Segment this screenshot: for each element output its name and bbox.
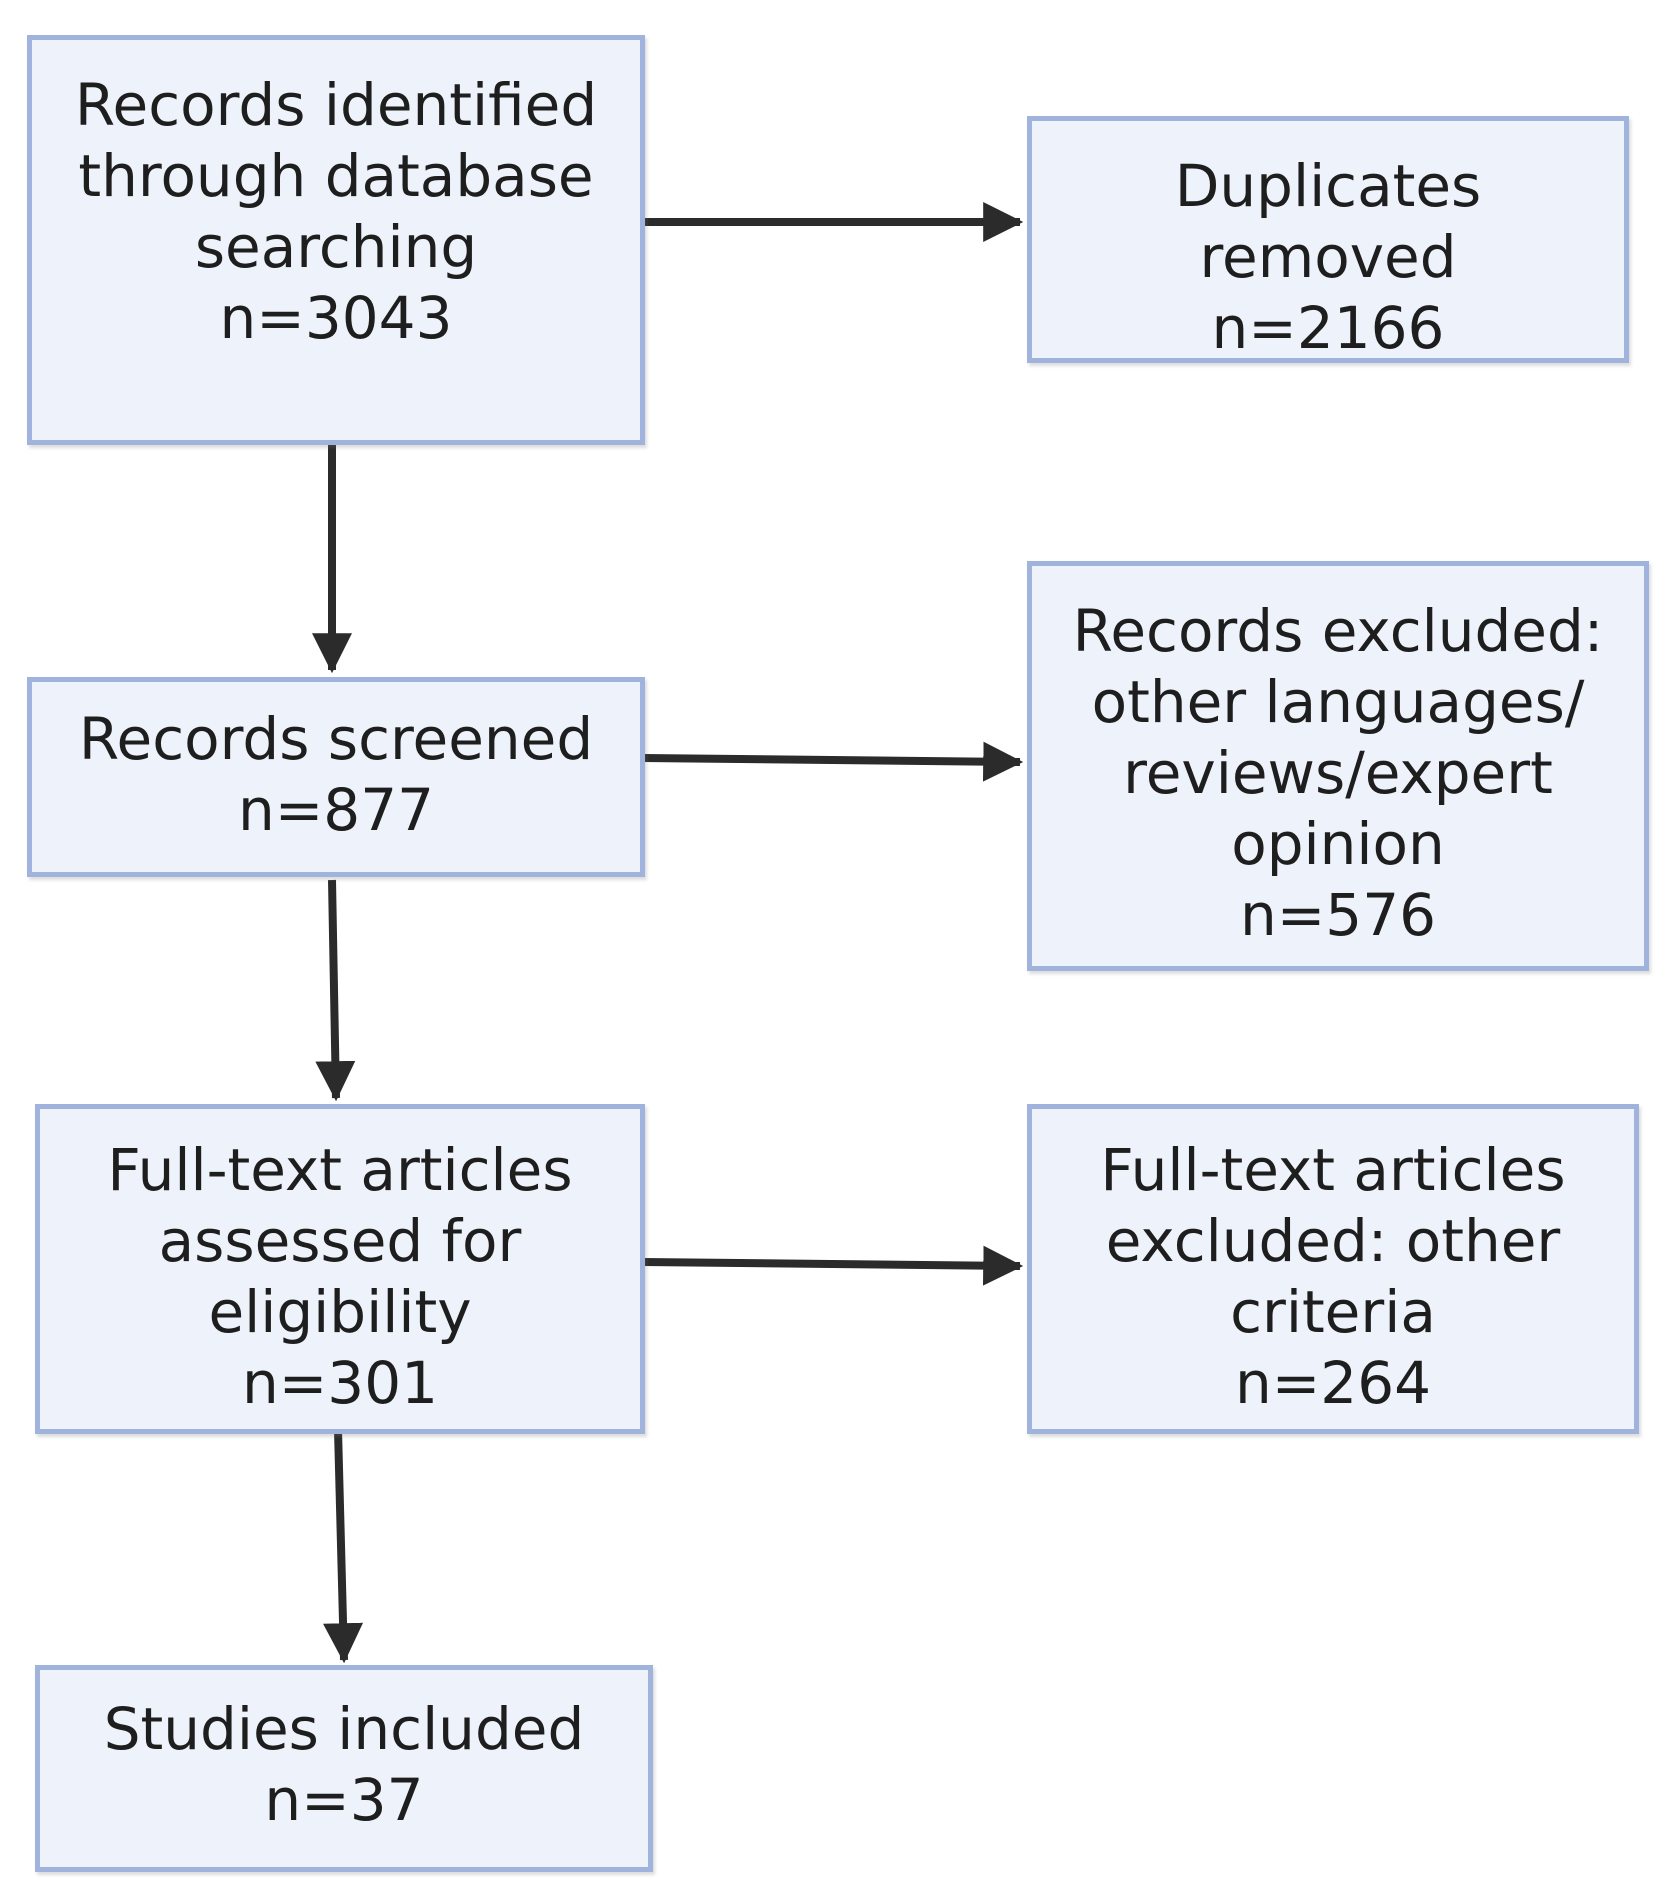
node-screened: Records screened n=877: [27, 677, 645, 877]
node-duplicates-line-1: Duplicates: [1174, 152, 1482, 220]
node-fulltext-assessed-line-2: assessed for: [158, 1207, 522, 1275]
node-records-excluded-line-1: Records excluded:: [1072, 597, 1604, 665]
node-identified: Records identified through database sear…: [27, 35, 645, 445]
node-screened-line-1: Records screened: [78, 705, 594, 773]
node-duplicates: Duplicates removed n=2166: [1027, 116, 1629, 363]
node-fulltext-excluded-line-1: Full-text articles: [1100, 1136, 1566, 1204]
arrow-screened-to-fulltext-assessed: [315, 879, 356, 1102]
node-fulltext-excluded-line-3: criteria: [1230, 1278, 1436, 1346]
node-included-line-1: Studies included: [103, 1695, 585, 1763]
node-fulltext-assessed-count: n=301: [241, 1349, 439, 1417]
node-identified-line-3: searching: [194, 213, 478, 281]
node-fulltext-excluded-count: n=264: [1234, 1349, 1432, 1417]
node-identified-line-2: through database: [78, 142, 594, 210]
arrow-fulltext-assessed-to-included: [323, 1429, 364, 1664]
node-fulltext-excluded: Full-text articles excluded: other crite…: [1027, 1104, 1639, 1434]
node-records-excluded: Records excluded: other languages/ revie…: [1027, 561, 1649, 971]
arrow-fulltext-assessed-to-fulltext-excluded: [642, 1245, 1024, 1286]
node-fulltext-assessed-line-3: eligibility: [208, 1278, 472, 1346]
node-duplicates-line-2: removed: [1199, 223, 1457, 291]
node-duplicates-count: n=2166: [1211, 294, 1445, 362]
node-records-excluded-line-3: reviews/expert: [1123, 739, 1553, 807]
node-included-count: n=37: [264, 1766, 424, 1834]
arrow-screened-to-records-excluded: [642, 741, 1024, 782]
node-fulltext-excluded-line-2: excluded: other: [1105, 1207, 1561, 1275]
node-included: Studies included n=37: [35, 1665, 653, 1872]
node-fulltext-assessed-line-1: Full-text articles: [107, 1136, 573, 1204]
node-records-excluded-line-2: other languages/: [1091, 668, 1585, 736]
node-identified-line-1: Records identified: [74, 71, 598, 139]
node-records-excluded-line-4: opinion: [1231, 810, 1445, 878]
node-identified-count: n=3043: [219, 284, 453, 352]
node-records-excluded-count: n=576: [1239, 881, 1437, 949]
node-screened-count: n=877: [237, 776, 435, 844]
node-fulltext-assessed: Full-text articles assessed for eligibil…: [35, 1104, 645, 1434]
